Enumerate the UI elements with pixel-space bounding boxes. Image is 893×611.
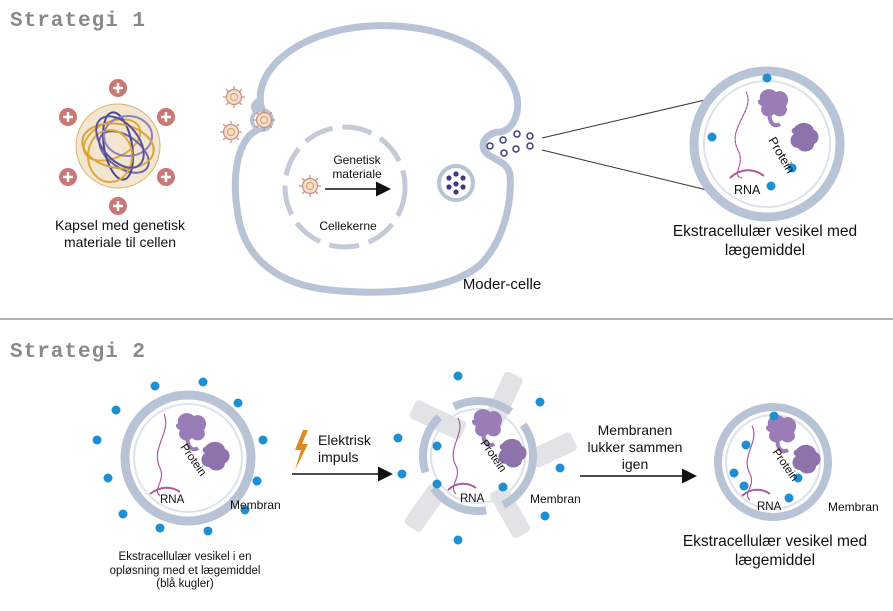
final-vesicle-caption: Ekstracellulær vesikel med lægemiddel	[682, 533, 868, 569]
strategy2-heading: Strategi 2	[10, 341, 147, 364]
mother-cell-label: Moder-celle	[462, 276, 542, 293]
zoom-line-bottom	[541, 149, 708, 191]
vesicle-caption-s1: Ekstracellulær vesikel med lægemiddel	[672, 223, 858, 259]
nucleus-label: Cellekerne	[319, 219, 377, 233]
rna-label-v1: RNA	[160, 494, 185, 506]
electroporated-vesicle	[404, 371, 577, 539]
final-vesicle	[714, 403, 832, 521]
capsule-caption: Kapsel med genetisk materiale til cellen	[55, 217, 185, 250]
membrane-label-v3: Membran	[828, 500, 879, 514]
plus-charge-icons	[59, 79, 175, 215]
genetic-material-label: Genetisk materiale	[332, 153, 382, 181]
drug-dots-solution	[92, 377, 268, 536]
vesicle-in-solution	[120, 390, 256, 526]
capsule-illustration	[59, 79, 175, 215]
released-vesicles	[486, 130, 534, 157]
rna-label-v3: RNA	[757, 501, 782, 513]
drug-dots-electroporation	[393, 371, 565, 545]
rna-label-s1: RNA	[734, 183, 761, 197]
lightning-icon	[295, 430, 308, 470]
membrane-label-v2: Membran	[530, 492, 581, 506]
solution-caption: Ekstracellulær vesikel i en opløsning me…	[109, 551, 261, 590]
membrane-label-v1: Membran	[230, 498, 281, 512]
rna-label-v2: RNA	[460, 493, 485, 505]
zoom-line-top	[541, 99, 706, 139]
strategy1-heading: Strategi 1	[10, 10, 147, 33]
impulse-label: Elektrisk impuls	[318, 432, 371, 465]
membrane-closes-label: Membranen lukker sammen igen	[587, 422, 683, 472]
extracellular-vesicle-large	[689, 66, 845, 222]
